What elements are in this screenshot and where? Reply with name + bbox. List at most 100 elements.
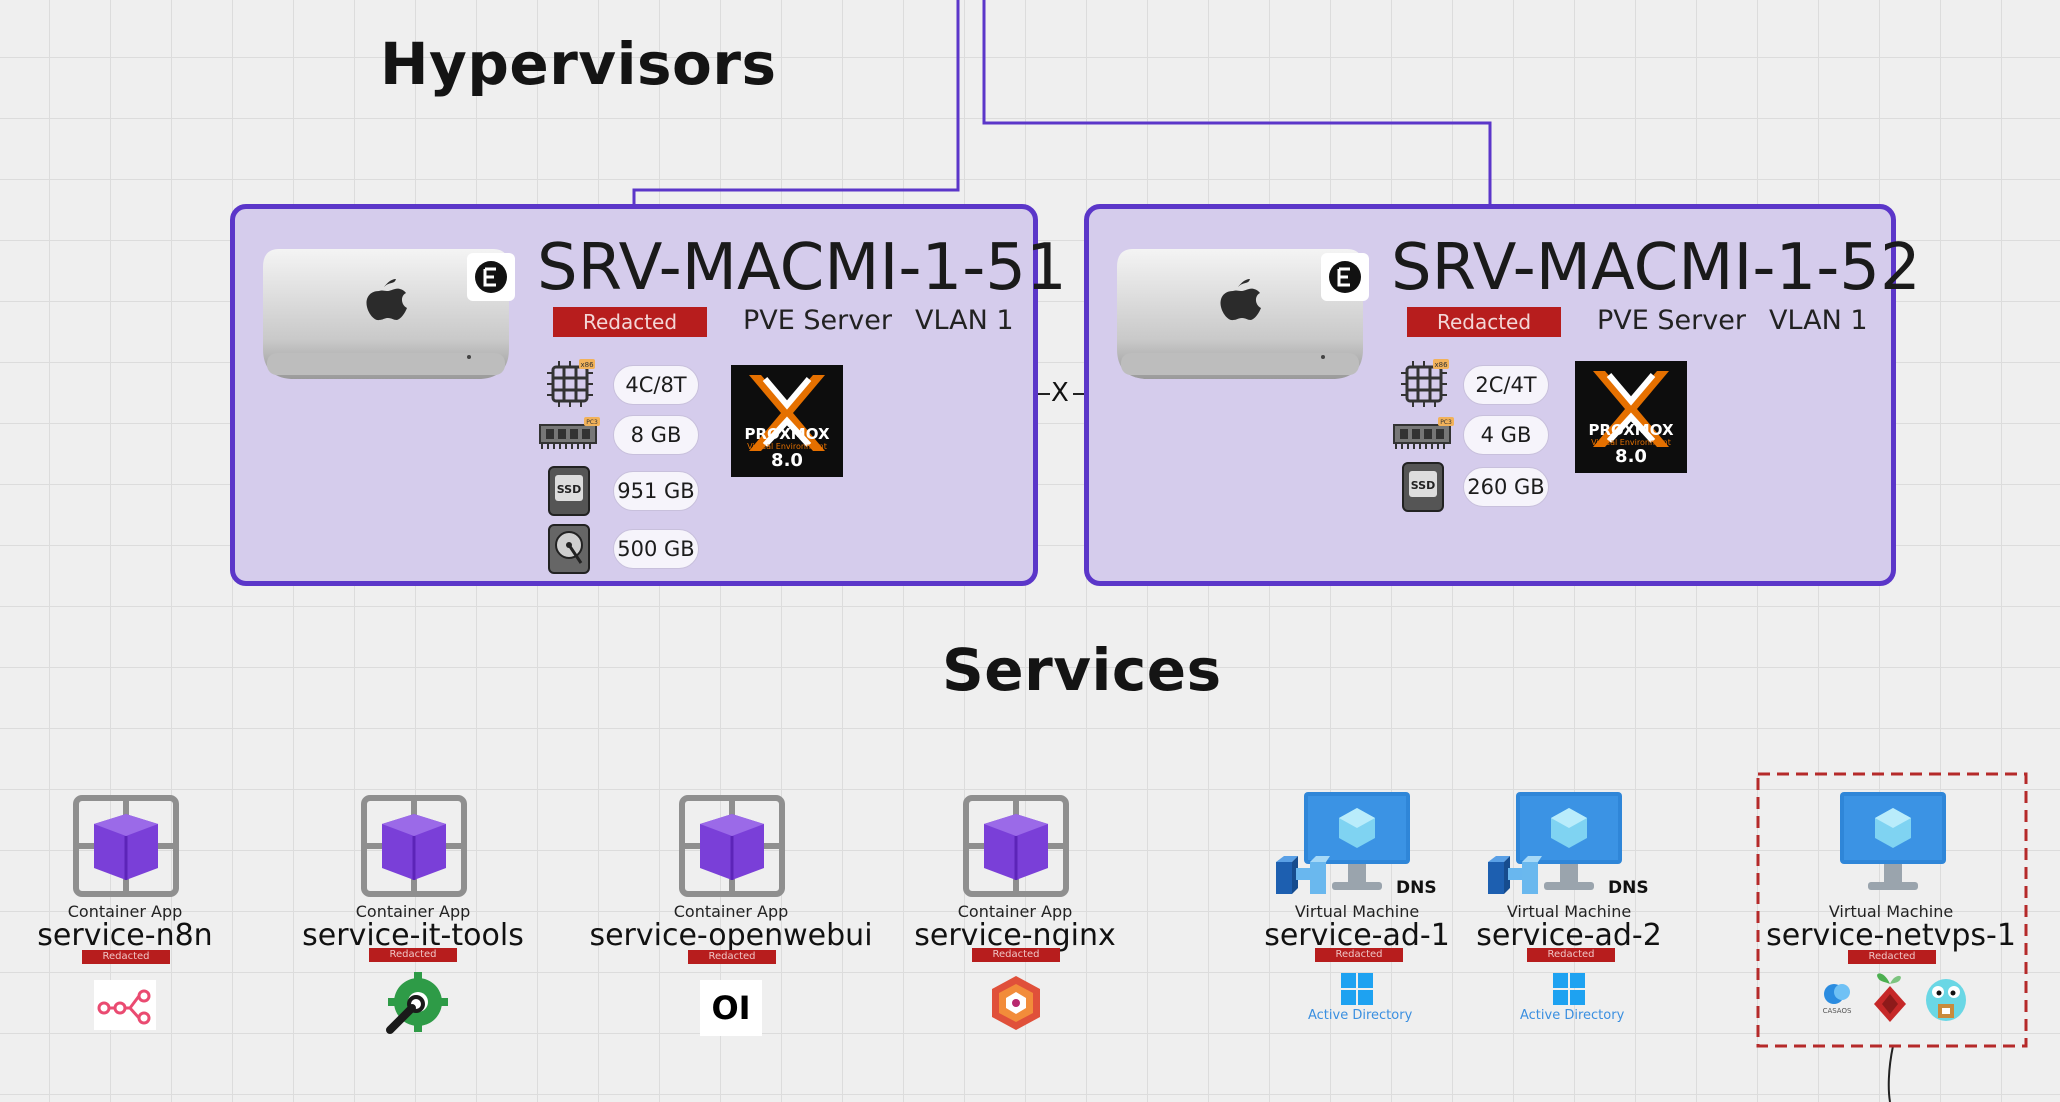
- uplink-line-2: [982, 0, 1492, 206]
- netvps-downlink: [1887, 1045, 1894, 1102]
- hdd-icon: [548, 524, 590, 574]
- dns-badge: DNS: [1608, 878, 1649, 898]
- proxmox-brand: PROXMOX: [744, 425, 830, 443]
- redacted-label: Redacted: [1315, 948, 1403, 962]
- dns-badge: DNS: [1396, 878, 1437, 898]
- gopher-icon: [1926, 979, 1966, 1021]
- hypervisors-heading: Hypervisors: [380, 30, 777, 98]
- service-name: service-openwebui: [589, 918, 873, 953]
- ram-icon: PC3: [539, 417, 600, 449]
- cpu-spec: 4C/8T: [613, 365, 699, 405]
- service-name: service-n8n: [37, 918, 213, 953]
- service-type: Container App: [957, 902, 1073, 921]
- proxmox-sub: Virtual Environment: [1591, 438, 1671, 447]
- ssd-icon: SSD: [1402, 462, 1444, 512]
- service-card-n8n[interactable]: Container App service-n8n Redacted: [0, 790, 270, 1040]
- active-directory-label: Active Directory: [1520, 1008, 1625, 1023]
- service-type: Container App: [673, 902, 789, 921]
- proxmox-sub: Virtual Environment: [747, 442, 827, 451]
- virtual-machine-icon: [1304, 792, 1410, 890]
- virtual-machine-icon: [1516, 792, 1622, 890]
- service-card-openwebui[interactable]: Container App service-openwebui Redacted…: [586, 790, 876, 1040]
- service-type: Virtual Machine: [1506, 902, 1632, 921]
- casaos-icon: CASAOS: [1823, 984, 1852, 1015]
- cpu-icon: x86: [547, 359, 595, 407]
- cpu-spec: 2C/4T: [1463, 365, 1549, 405]
- redacted-label: Redacted: [369, 948, 457, 962]
- n8n-icon: [94, 980, 156, 1030]
- redacted-label: Redacted: [553, 307, 707, 337]
- service-name: service-netvps-1: [1766, 918, 2016, 953]
- openwebui-icon: OI: [700, 980, 762, 1036]
- service-card-nginx[interactable]: Container App service-nginx Redacted: [870, 790, 1160, 1040]
- cluster-link-label: X: [1051, 378, 1069, 408]
- ad-server-icon: [1276, 856, 1330, 894]
- mac-mini-image: [1117, 249, 1363, 379]
- host-vlan: VLAN 1: [915, 305, 1014, 336]
- proxmox-version: 8.0: [1615, 446, 1647, 467]
- cpu-icon: x86: [1401, 359, 1449, 407]
- nginx-proxy-icon: [992, 976, 1040, 1030]
- redacted-label: Redacted: [82, 950, 170, 964]
- service-type: Container App: [355, 902, 471, 921]
- ram-spec: 8 GB: [613, 415, 699, 455]
- casaos-label: CASAOS: [1823, 1007, 1852, 1015]
- host-vlan: VLAN 1: [1769, 305, 1868, 336]
- redacted-label: Redacted: [972, 948, 1060, 962]
- service-card-ad-2[interactable]: DNS Virtual Machine service-ad-2 Redacte…: [1424, 790, 1714, 1040]
- windows-icon: [1553, 973, 1585, 1005]
- ram-icon: PC3: [1393, 417, 1454, 449]
- service-card-ad-1[interactable]: DNS Virtual Machine service-ad-1 Redacte…: [1212, 790, 1502, 1040]
- host-name: SRV-MACMI-1-51: [537, 231, 1067, 305]
- hypervisor-card-1[interactable]: SRV-MACMI-1-51 Redacted PVE Server VLAN …: [230, 204, 1067, 586]
- proxmox-logo: PROXMOX Virtual Environment 8.0: [731, 365, 843, 477]
- windows-icon: [1341, 973, 1373, 1005]
- ssd-spec: 951 GB: [613, 471, 699, 511]
- hypervisor-card-2[interactable]: SRV-MACMI-1-52 Redacted PVE Server VLAN …: [1084, 204, 1921, 586]
- proxmox-brand: PROXMOX: [1588, 421, 1674, 439]
- host-brand-icon: [467, 253, 515, 301]
- service-card-netvps-1[interactable]: Virtual Machine service-netvps-1 Redacte…: [1746, 790, 2036, 1040]
- active-directory-label: Active Directory: [1308, 1008, 1413, 1023]
- service-name: service-nginx: [914, 918, 1116, 953]
- uplink-line-1: [632, 0, 960, 206]
- host-role: PVE Server: [1597, 305, 1746, 336]
- redacted-label: Redacted: [1527, 948, 1615, 962]
- mac-mini-image: [263, 249, 509, 379]
- ssd-spec: 260 GB: [1463, 467, 1549, 507]
- netvps-dashed-group: [1756, 772, 2028, 1048]
- redacted-label: Redacted: [1407, 307, 1561, 337]
- redacted-label: Redacted: [1848, 950, 1936, 964]
- services-heading: Services: [942, 636, 1222, 704]
- host-brand-icon: [1321, 253, 1369, 301]
- container-app-icon: [361, 795, 467, 897]
- redacted-label: Redacted: [688, 950, 776, 964]
- proxmox-version: 8.0: [771, 450, 803, 471]
- cpu-badge: x86: [1434, 361, 1448, 369]
- pihole-icon: [1874, 973, 1906, 1022]
- ad-server-icon: [1488, 856, 1542, 894]
- it-tools-icon: [386, 972, 448, 1034]
- virtual-machine-icon: [1840, 792, 1946, 890]
- container-app-icon: [73, 795, 179, 897]
- proxmox-logo: PROXMOX Virtual Environment 8.0: [1575, 361, 1687, 473]
- ram-badge: PC3: [586, 419, 598, 426]
- service-card-it-tools[interactable]: Container App service-it-tools Redacted: [268, 790, 558, 1040]
- service-type: Container App: [67, 902, 183, 921]
- ssd-badge: SSD: [557, 483, 581, 496]
- host-role: PVE Server: [743, 305, 892, 336]
- ssd-icon: SSD: [548, 466, 590, 516]
- container-app-icon: [963, 795, 1069, 897]
- container-app-icon: [679, 795, 785, 897]
- host-name: SRV-MACMI-1-52: [1391, 231, 1921, 305]
- hdd-spec: 500 GB: [613, 529, 699, 569]
- ssd-badge: SSD: [1411, 479, 1435, 492]
- service-name: service-it-tools: [302, 918, 524, 953]
- service-name: service-ad-1: [1264, 918, 1450, 953]
- ram-spec: 4 GB: [1463, 415, 1549, 455]
- service-type: Virtual Machine: [1294, 902, 1420, 921]
- service-name: service-ad-2: [1476, 918, 1662, 953]
- service-type: Virtual Machine: [1828, 902, 1954, 921]
- cpu-badge: x86: [580, 361, 594, 369]
